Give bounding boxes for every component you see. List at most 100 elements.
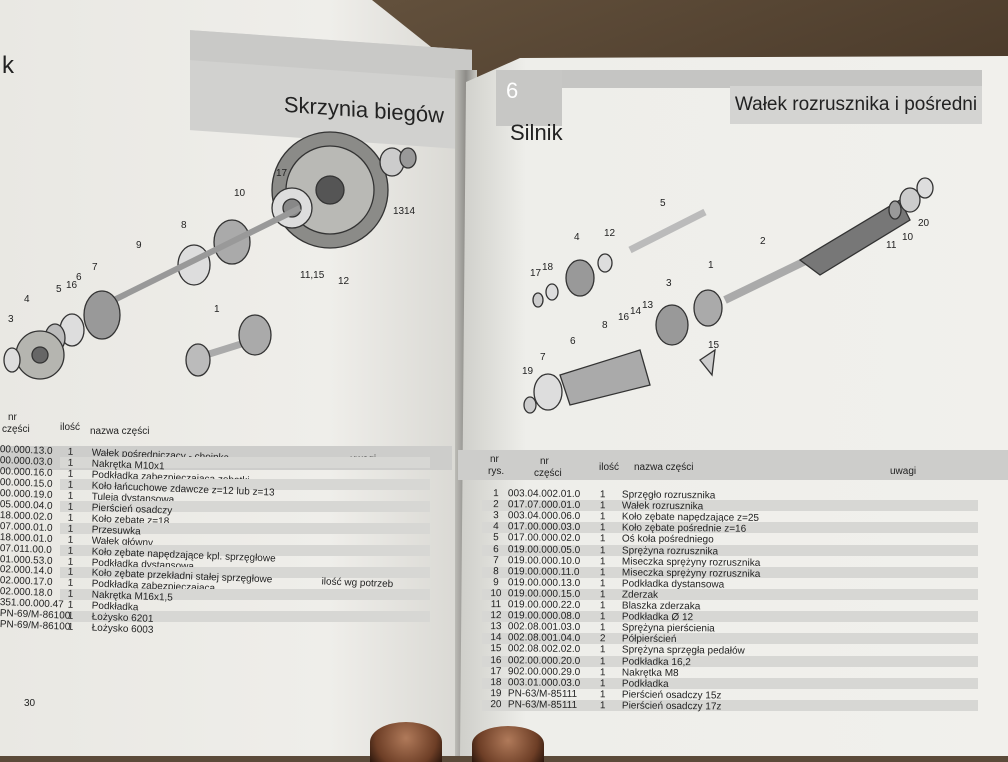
right-cell-qty: 1 bbox=[599, 566, 606, 578]
right-cell-code: 002.08.002.02.0 bbox=[507, 643, 581, 656]
left-callout-4: 4 bbox=[24, 294, 30, 305]
right-cell-code: 902.00.000.29.0 bbox=[507, 665, 581, 678]
left-cell-qty: 1 bbox=[67, 621, 74, 634]
right-cell-nr: 17 bbox=[490, 665, 502, 677]
right-cell-code: 019.00.000.15.0 bbox=[507, 588, 581, 600]
right-cell-qty: 1 bbox=[599, 611, 606, 623]
right-row-stripe bbox=[482, 566, 978, 578]
right-row-stripe bbox=[482, 699, 978, 711]
left-col-ilosc: ilość bbox=[60, 422, 81, 433]
right-cell-nr: 12 bbox=[490, 610, 502, 622]
left-callout-11-15: 11,15 bbox=[300, 270, 325, 281]
chapter-name: Silnik bbox=[510, 120, 563, 145]
right-callout-4: 4 bbox=[574, 232, 580, 243]
right-cell-qty: 1 bbox=[599, 522, 606, 534]
right-callout-14: 14 bbox=[630, 306, 642, 317]
left-callout-10: 10 bbox=[234, 188, 246, 199]
right-cell-qty: 1 bbox=[599, 544, 606, 556]
right-cell-qty: 2 bbox=[599, 633, 606, 645]
right-cell-nr: 8 bbox=[493, 565, 499, 577]
left-row-stripe bbox=[60, 457, 430, 468]
left-callout-17: 17 bbox=[276, 168, 288, 179]
right-cell-code: 019.00.000.05.0 bbox=[507, 543, 581, 556]
left-thumb bbox=[370, 722, 442, 762]
right-cell-qty: 1 bbox=[599, 511, 606, 523]
left-callout-8: 8 bbox=[181, 220, 187, 231]
right-cell-nr: 15 bbox=[490, 643, 502, 655]
right-row-stripe bbox=[482, 633, 978, 645]
left-callout-16: 16 bbox=[66, 280, 78, 291]
right-callout-17: 17 bbox=[530, 268, 542, 279]
right-cell-nr: 7 bbox=[493, 554, 499, 566]
right-cell-nr: 18 bbox=[490, 676, 502, 688]
left-row-stripe bbox=[60, 523, 430, 534]
right-cell-code: PN-63/M-85111 bbox=[507, 699, 578, 711]
left-row-stripe bbox=[60, 501, 430, 512]
left-page-number: 30 bbox=[24, 698, 36, 709]
right-cell-qty: 1 bbox=[599, 489, 606, 501]
right-callout-20: 20 bbox=[918, 218, 930, 229]
right-cell-nr: 16 bbox=[490, 654, 502, 666]
left-row-stripe bbox=[60, 545, 430, 556]
right-col-nr: nr bbox=[490, 454, 499, 465]
left-row-stripe bbox=[60, 567, 430, 578]
left-callout-1: 1 bbox=[214, 304, 220, 315]
right-cell-code: PN-63/M-85111 bbox=[507, 688, 578, 700]
right-cell-qty: 1 bbox=[599, 578, 606, 590]
right-callout-7: 7 bbox=[540, 352, 546, 363]
right-cell-nr: 3 bbox=[493, 510, 499, 522]
left-callout-6: 6 bbox=[76, 272, 82, 283]
right-callout-19: 19 bbox=[522, 366, 534, 377]
right-cell-code: 002.00.000.20.0 bbox=[507, 654, 581, 667]
left-cell-qty: 1 bbox=[67, 523, 74, 535]
right-callout-10: 10 bbox=[902, 232, 914, 243]
right-cell-code: 019.00.000.13.0 bbox=[507, 577, 581, 589]
right-table-header-band bbox=[458, 450, 1008, 480]
right-cell-code: 019.00.000.10.0 bbox=[507, 554, 581, 567]
left-callout-13: 13 bbox=[393, 206, 405, 217]
left-row-stripe bbox=[60, 479, 430, 490]
left-callout-9: 9 bbox=[136, 240, 142, 251]
chapter-number: 6 bbox=[506, 78, 519, 103]
right-cell-qty: 1 bbox=[599, 555, 606, 567]
right-col-rys: rys. bbox=[488, 466, 505, 477]
right-col-ilosc: ilość bbox=[599, 462, 620, 473]
chapter-number-box: 6 bbox=[496, 70, 562, 126]
left-row-stripe bbox=[60, 611, 430, 622]
gearbox-exploded-drawing bbox=[3, 131, 417, 380]
left-row-stripe bbox=[60, 589, 430, 600]
right-callout-15: 15 bbox=[708, 340, 720, 351]
right-row-stripe bbox=[482, 655, 978, 667]
left-cell-qty: 1 bbox=[67, 479, 74, 491]
starter-shaft-exploded-drawing bbox=[523, 177, 934, 414]
left-cell-qty: 1 bbox=[67, 501, 74, 513]
right-cell-qty: 1 bbox=[599, 589, 606, 601]
right-col-czesci: części bbox=[534, 468, 562, 479]
right-cell-qty: 1 bbox=[599, 500, 606, 512]
right-cell-nr: 14 bbox=[490, 632, 502, 644]
right-callout-3: 3 bbox=[666, 278, 672, 289]
right-cell-qty: 1 bbox=[599, 700, 606, 712]
right-cell-name: Pierścień osadczy 17z bbox=[621, 700, 722, 713]
right-cell-qty: 1 bbox=[599, 644, 606, 656]
right-row-stripe bbox=[482, 611, 978, 623]
right-callout-6: 6 bbox=[570, 336, 576, 347]
right-cell-nr: 1 bbox=[493, 488, 499, 500]
right-thumb bbox=[472, 726, 544, 762]
left-col-czesci: części bbox=[2, 424, 30, 435]
right-cell-qty: 1 bbox=[599, 622, 606, 634]
right-cell-nr: 13 bbox=[490, 621, 502, 633]
right-cell-nr: 10 bbox=[490, 587, 502, 600]
right-cell-qty: 1 bbox=[599, 655, 606, 667]
left-callout-7: 7 bbox=[92, 262, 98, 273]
right-cell-nr: 4 bbox=[493, 521, 499, 533]
right-cell-qty: 1 bbox=[599, 677, 606, 689]
left-col-nazwa: nazwa części bbox=[90, 426, 150, 437]
left-col-nr: nr bbox=[8, 412, 17, 423]
left-cell-qty: 1 bbox=[67, 457, 74, 469]
right-row-stripe bbox=[482, 544, 978, 556]
left-cell-qty: 1 bbox=[67, 545, 74, 557]
right-cell-code: 019.00.000.11.0 bbox=[507, 565, 580, 578]
right-cell-qty: 1 bbox=[599, 689, 606, 701]
right-cell-nr: 9 bbox=[493, 576, 499, 588]
